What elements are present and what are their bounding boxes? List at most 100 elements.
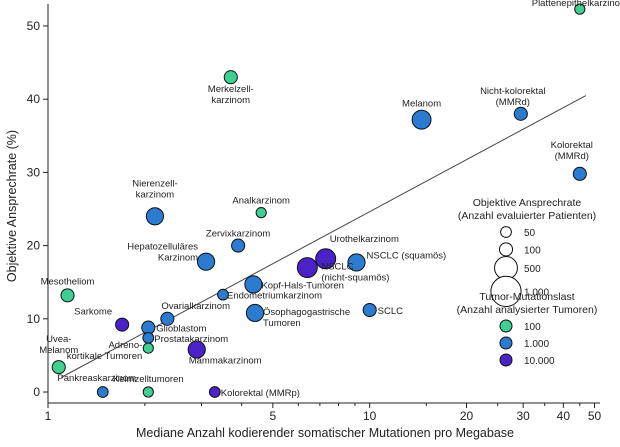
- point-label-line: Uvea-: [46, 334, 71, 345]
- data-point: [160, 311, 175, 326]
- legend-color-circle: [499, 353, 513, 367]
- point-label: Ovarialkarzinom: [161, 301, 230, 312]
- data-point: [513, 106, 528, 121]
- point-label: NSCLC (squamös): [367, 250, 447, 261]
- legend-size-label: 1.000: [524, 287, 549, 298]
- legend-color-title-2: (Anzahl analysierter Tumoren): [457, 304, 598, 316]
- y-tick-label: 30: [27, 165, 41, 179]
- data-point: [244, 275, 263, 294]
- point-label-line: Merkelzell-: [208, 84, 254, 95]
- data-point: [51, 360, 66, 375]
- point-label-line: Hepatozelluläres: [127, 242, 198, 253]
- point-label: SCLC: [378, 306, 403, 317]
- y-tick-label: 40: [27, 92, 41, 106]
- point-label-line: NSCLC (squamös): [367, 250, 447, 261]
- point-label-line: Tumoren: [263, 318, 301, 329]
- legend-size-label: 100: [524, 245, 541, 256]
- legend-size: Objektive Ansprechrate (Anzahl evaluiert…: [458, 197, 596, 307]
- data-point: [362, 302, 377, 318]
- point-label: Adreno-kortikale Tumoren: [67, 340, 143, 362]
- legend-size-circle: [500, 226, 512, 238]
- data-point: [245, 303, 265, 323]
- point-label: Nicht-kolorektal(MMRd): [480, 86, 545, 108]
- point-label-line: SCLC: [378, 306, 403, 317]
- point-label-line: Plattenepithelkarzinom: [532, 0, 620, 9]
- point-label-line: (MMRd): [555, 151, 589, 162]
- data-point: [145, 207, 165, 226]
- data-point: [196, 252, 216, 271]
- point-labels: KutanesPlattenepithelkarzinomMerkelzell-…: [39, 0, 620, 399]
- legend-size-label: 500: [524, 264, 541, 275]
- point-label-line: Adreno-: [108, 340, 142, 351]
- point-label-line: Kolorektal: [551, 140, 593, 151]
- point-label-line: Urothelkarzinom: [330, 234, 399, 245]
- point-label: NSCLC(nicht-squamös): [321, 262, 389, 284]
- legend-color: Tumor-Mutationslast (Anzahl analysierter…: [457, 291, 598, 367]
- point-label-line: Kopf-Hals-Tumoren: [261, 280, 344, 291]
- point-label: Kolorektal (MMRp): [221, 388, 300, 399]
- data-point: [60, 288, 75, 303]
- point-label-line: Endometriumkarzinom: [227, 291, 322, 302]
- point-label: KutanesPlattenepithelkarzinom: [532, 0, 620, 9]
- y-tick-label: 20: [27, 239, 41, 253]
- point-label-line: (MMRd): [496, 97, 530, 108]
- x-tick-label: 50: [588, 409, 602, 423]
- point-label-line: (nicht-squamös): [321, 273, 389, 284]
- point-label-line: karzinom: [136, 189, 175, 200]
- data-point: [142, 386, 154, 398]
- point-label: Uvea-Melanom: [39, 334, 78, 356]
- point-label-line: kortikale Tumoren: [67, 351, 143, 362]
- point-label-line: Mesotheliom: [41, 276, 95, 287]
- point-label-line: karzinom: [212, 95, 251, 106]
- data-points: [51, 3, 587, 398]
- point-label: Mammakarzinom: [189, 356, 262, 367]
- point-label: Sarkome: [74, 307, 112, 318]
- x-axis-title: Mediane Anzahl kodierender somatischer M…: [136, 426, 514, 440]
- legend-color-label: 1.000: [524, 339, 549, 350]
- y-tick-label: 50: [27, 19, 41, 33]
- x-tick-label: 40: [557, 409, 571, 423]
- y-tick-label: 10: [27, 312, 41, 326]
- point-label-line: Melanom: [39, 345, 78, 356]
- legend-color-label: 100: [524, 322, 541, 333]
- x-tick-label: 1: [45, 409, 52, 423]
- point-label: Glioblastom: [156, 324, 206, 335]
- legend-color-circle: [499, 336, 513, 350]
- data-point: [187, 340, 206, 359]
- data-point: [572, 166, 587, 181]
- point-label: Nierenzell-karzinom: [132, 178, 177, 200]
- x-tick-label: 30: [516, 409, 530, 423]
- point-label: Zervixkarzinom: [206, 229, 270, 240]
- point-label-line: NSCLC: [321, 262, 353, 273]
- legend-color-title-1: Tumor-Mutationslast: [479, 291, 574, 303]
- point-label-line: Melanom: [402, 99, 441, 110]
- data-point: [217, 288, 229, 301]
- data-point: [231, 238, 246, 253]
- data-point: [115, 317, 130, 332]
- y-tick-label: 0: [33, 385, 40, 399]
- x-tick-label: 20: [460, 409, 474, 423]
- point-label: Keimzelltumoren: [113, 374, 184, 385]
- data-point: [411, 109, 432, 130]
- data-point: [142, 331, 155, 344]
- point-label-line: Ovarialkarzinom: [161, 301, 230, 312]
- point-label-line: Sarkome: [74, 307, 112, 318]
- y-axis-ticks: 0 10 20 30 40 50: [27, 19, 48, 399]
- legend-color-label: 10.000: [524, 356, 555, 367]
- point-label-line: Zervixkarzinom: [206, 229, 270, 240]
- point-label-line: Keimzelltumoren: [113, 374, 184, 385]
- data-point: [296, 257, 318, 279]
- data-point: [223, 70, 238, 85]
- legend-size-title-1: Objektive Ansprechrate: [473, 197, 582, 209]
- point-label-line: Nierenzell-: [132, 178, 177, 189]
- data-point: [208, 386, 221, 398]
- point-label-line: Mammakarzinom: [189, 356, 262, 367]
- point-label: Pankreaskarzinom: [57, 373, 136, 384]
- y-axis-title: Objektive Ansprechrate (%): [5, 130, 19, 282]
- legend-size-label: 50: [524, 228, 536, 239]
- point-label-line: Glioblastom: [156, 324, 206, 335]
